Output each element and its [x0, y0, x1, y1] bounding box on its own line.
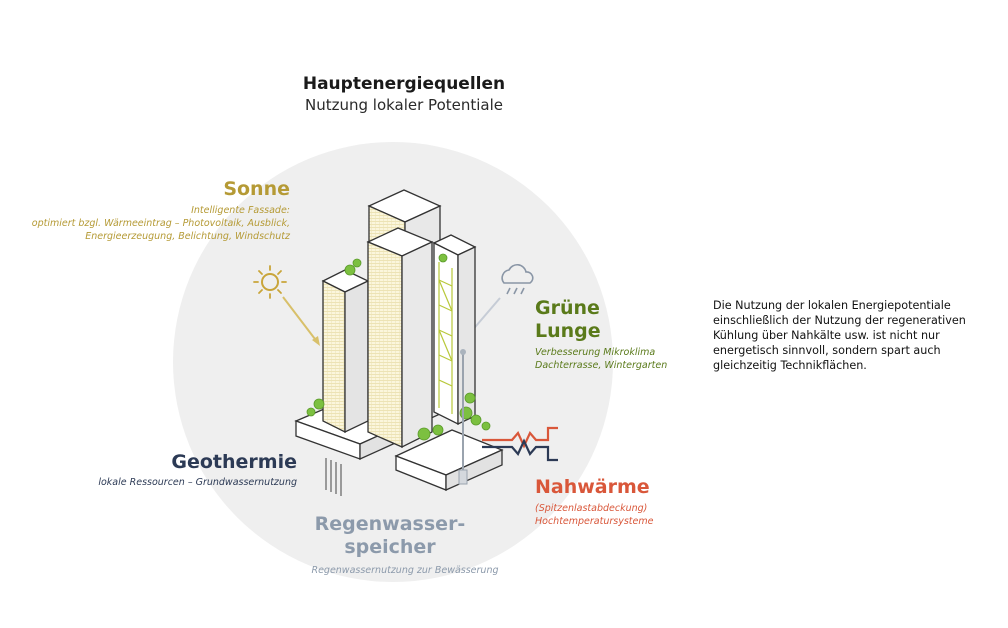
- label-regenwasser-title-1: Regenwasser-: [314, 513, 466, 535]
- tower-main: [366, 227, 434, 449]
- label-gruene-lunge-title-1: Grüne: [535, 297, 600, 319]
- label-nahwaerme-title: Nahwärme: [535, 476, 650, 498]
- label-gruene-lunge-line-1: Verbesserung Mikroklima: [535, 347, 656, 358]
- label-geothermie-title: Geothermie: [171, 451, 297, 473]
- label-gruene-lunge-title: Grüne Lunge: [535, 297, 601, 343]
- tower-left: [321, 269, 370, 434]
- side-note-line-5: gleichzeitig Technikflächen.: [713, 359, 867, 372]
- side-note-line-4: energetisch sinnvoll, sondern spart auch: [713, 344, 941, 357]
- label-regenwasser-desc: Regenwassernutzung zur Bewässerung: [311, 565, 499, 576]
- label-sonne-title: Sonne: [223, 178, 290, 200]
- geothermal-probe-icon: [325, 458, 342, 496]
- sun-ray-arrow: [282, 296, 319, 344]
- side-note: Die Nutzung der lokalen Energiepotential…: [713, 298, 998, 373]
- label-gruene-lunge-title-2: Lunge: [535, 320, 601, 342]
- rainwater-pipe: [458, 349, 468, 485]
- district-heat-pipes-icon: [482, 426, 558, 462]
- label-geothermie-desc: lokale Ressourcen – Grundwassernutzung: [98, 477, 297, 488]
- rain-cloud-icon: [501, 264, 534, 295]
- page-title: Hauptenergiequellen: [302, 74, 506, 94]
- label-nahwaerme-line-1: (Spitzenlastabdeckung): [535, 503, 648, 514]
- label-sonne-desc: Intelligente Fassade: optimiert bzgl. Wä…: [32, 204, 290, 243]
- label-gruene-lunge-desc: Verbesserung Mikroklima Dachterrasse, Wi…: [535, 346, 667, 372]
- side-note-line-1: Die Nutzung der lokalen Energiepotential…: [713, 299, 951, 312]
- side-note-line-3: Kühlung über Nahkälte usw. ist nicht nur: [713, 329, 940, 342]
- label-sonne-line-3: Energieerzeugung, Belichtung, Windschutz: [85, 231, 290, 242]
- label-gruene-lunge-line-2: Dachterrasse, Wintergarten: [535, 360, 668, 371]
- label-nahwaerme-desc: (Spitzenlastabdeckung) Hochtemperatursys…: [535, 502, 653, 528]
- label-sonne-line-1: Intelligente Fassade:: [191, 205, 290, 216]
- label-sonne-line-2: optimiert bzgl. Wärmeeintrag – Photovolt…: [31, 218, 290, 229]
- label-regenwasser-title-2: speicher: [344, 536, 436, 558]
- label-regenwasser-title: Regenwasser- speicher: [280, 513, 500, 559]
- page-subtitle: Nutzung lokaler Potentiale: [304, 96, 504, 114]
- sun-ray-arrowhead: [312, 336, 320, 346]
- sun-icon: [253, 265, 287, 299]
- side-note-line-2: einschließlich der Nutzung der regenerat…: [713, 314, 966, 327]
- label-nahwaerme-line-2: Hochtemperatursysteme: [535, 516, 654, 527]
